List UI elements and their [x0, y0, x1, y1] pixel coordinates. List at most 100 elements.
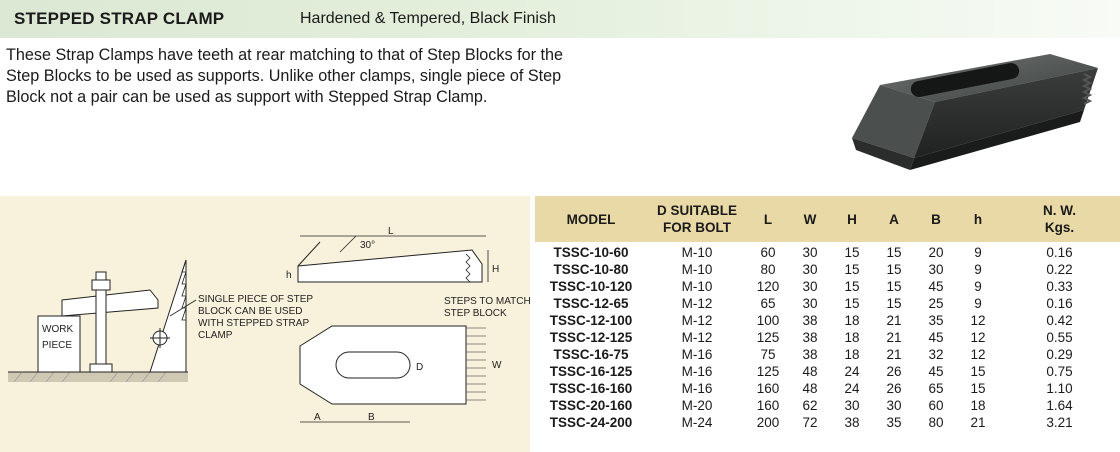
spec-cell: 25	[928, 296, 944, 311]
steps-note-line-2: STEP BLOCK	[444, 308, 507, 319]
spec-cell: 0.75	[1046, 364, 1073, 379]
col-W: W	[789, 196, 831, 242]
spec-cell: M-10	[681, 245, 713, 260]
note-line-3: WITH STEPPED STRAP	[198, 318, 309, 329]
spec-cell: 35	[928, 313, 944, 328]
note-line-2: BLOCK CAN BE USED	[198, 306, 302, 317]
spec-cell: 21	[886, 330, 902, 345]
product-description: These Strap Clamps have teeth at rear ma…	[6, 46, 563, 106]
spec-cell: 15	[844, 296, 860, 311]
spec-cell: 38	[802, 347, 818, 362]
model-cell: TSSC-24-200	[549, 415, 633, 430]
spec-cell: 9	[974, 296, 982, 311]
spec-cell: 38	[844, 415, 860, 430]
col-A: A	[873, 196, 915, 242]
spec-cell: 38	[802, 330, 818, 345]
dim-H-label: H	[492, 264, 499, 275]
spec-cell: 9	[974, 245, 982, 260]
spec-cell: 0.55	[1046, 330, 1073, 345]
spec-cell: 30	[886, 398, 902, 413]
spec-cell: 30	[802, 245, 818, 260]
col-B: B	[915, 196, 957, 242]
model-cell: TSSC-16-125	[549, 364, 633, 379]
spec-cell: M-12	[681, 296, 713, 311]
spec-cell: M-10	[681, 279, 713, 294]
spec-cell: 100	[756, 313, 780, 328]
dim-D-label: D	[416, 362, 423, 373]
spec-cell: 9	[974, 279, 982, 294]
col-weight: N. W.Kgs.	[999, 196, 1120, 242]
model-cell: TSSC-16-160	[549, 381, 633, 396]
spec-cell: M-12	[681, 330, 713, 345]
spec-cell: 45	[928, 364, 944, 379]
spec-cell: 125	[756, 364, 780, 379]
spec-cell: 65	[928, 381, 944, 396]
spec-cell: 0.42	[1046, 313, 1073, 328]
spec-cell: 80	[760, 262, 776, 277]
spec-cell: 35	[886, 415, 902, 430]
spec-cell: 3.21	[1046, 415, 1073, 430]
spec-cell: 15	[844, 245, 860, 260]
spec-cell: 0.22	[1046, 262, 1073, 277]
dim-L-label: L	[388, 226, 394, 237]
spec-cell: 38	[802, 313, 818, 328]
model-cell: TSSC-10-60	[553, 245, 629, 260]
spec-cell: 30	[928, 262, 944, 277]
dimension-diagram: WORK PIECE SINGLE PIECE OF STEP BLOCK CA…	[0, 196, 530, 452]
spec-cell: 18	[844, 313, 860, 328]
spec-cell: 30	[844, 398, 860, 413]
model-cell: TSSC-16-75	[553, 347, 629, 362]
steps-note-line-1: STEPS TO MATCH	[444, 296, 530, 307]
spec-cell: 12	[970, 347, 986, 362]
spec-cell: 21	[886, 313, 902, 328]
spec-cell: M-12	[681, 313, 713, 328]
spec-cell: M-16	[681, 347, 713, 362]
model-cell: TSSC-10-80	[553, 262, 629, 277]
spec-cell: 80	[928, 415, 944, 430]
spec-cell: 45	[928, 279, 944, 294]
spec-cell: M-24	[681, 415, 713, 430]
dim-A-label: A	[314, 412, 321, 423]
dim-h-label: h	[286, 270, 292, 281]
spec-cell: 0.33	[1046, 279, 1073, 294]
spec-cell: 18	[970, 398, 986, 413]
note-line-4: CLAMP	[198, 330, 233, 341]
col-L: L	[747, 196, 789, 242]
spec-cell: 30	[802, 262, 818, 277]
spec-cell: 48	[802, 364, 818, 379]
dim-B-label: B	[368, 412, 375, 423]
col-model: MODEL	[535, 196, 647, 242]
spec-cell: 15	[886, 262, 902, 277]
angle-label: 30°	[360, 240, 375, 251]
spec-cell: 12	[970, 313, 986, 328]
spec-cell: 26	[886, 364, 902, 379]
spec-cell: 15	[886, 245, 902, 260]
spec-cell: 1.64	[1046, 398, 1073, 413]
spec-cell: 30	[802, 296, 818, 311]
spec-cell: M-20	[681, 398, 713, 413]
spec-cell: 18	[844, 330, 860, 345]
spec-cell: 15	[886, 296, 902, 311]
spec-cell: 120	[756, 279, 780, 294]
model-cell: TSSC-12-125	[549, 330, 633, 345]
spec-cell: 62	[802, 398, 818, 413]
dim-W-label: W	[492, 360, 502, 371]
spec-cell: 72	[802, 415, 818, 430]
spec-cell: 48	[802, 381, 818, 396]
work-piece-label-2: PIECE	[42, 340, 72, 351]
spec-cell: 125	[756, 330, 780, 345]
model-cell: TSSC-10-120	[549, 279, 633, 294]
spec-cell: 18	[844, 347, 860, 362]
spec-cell: 15	[970, 364, 986, 379]
spec-cell: 65	[760, 296, 776, 311]
